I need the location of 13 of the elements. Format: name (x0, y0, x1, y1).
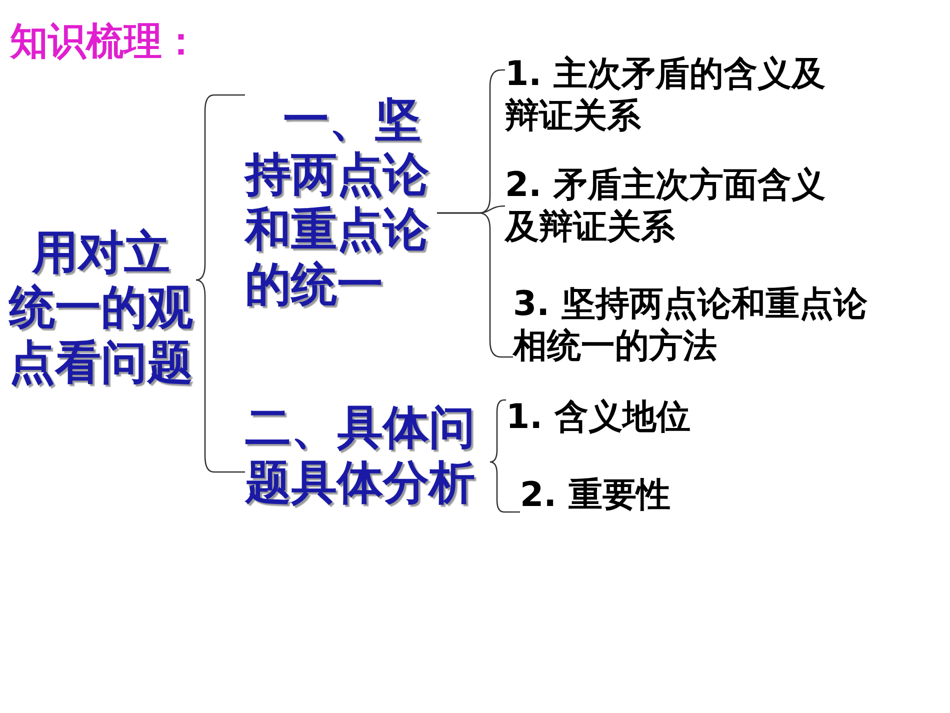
item-text: 3. 坚持两点论和重点论相统一的方法 (513, 283, 868, 367)
item-text: 1. 主次矛盾的含义及辩证关系 (505, 53, 826, 137)
curly-brace (489, 461, 520, 513)
item-text: 2. 矛盾主次方面含义及辩证关系 (505, 164, 826, 248)
topic-text: 用对立统一的观点看问题 (8, 225, 194, 390)
title: 知识梳理： (10, 18, 200, 64)
curly-brace (437, 212, 513, 358)
curly-brace (195, 94, 245, 281)
topic-text: 二、具体问题具体分析 (245, 400, 476, 510)
topic-text: 一、坚持两点论和重点论的统一 (245, 92, 430, 312)
item-text: 2. 重要性 (520, 474, 672, 516)
item-text: 1. 含义地位 (506, 396, 692, 438)
curly-brace (195, 279, 245, 473)
